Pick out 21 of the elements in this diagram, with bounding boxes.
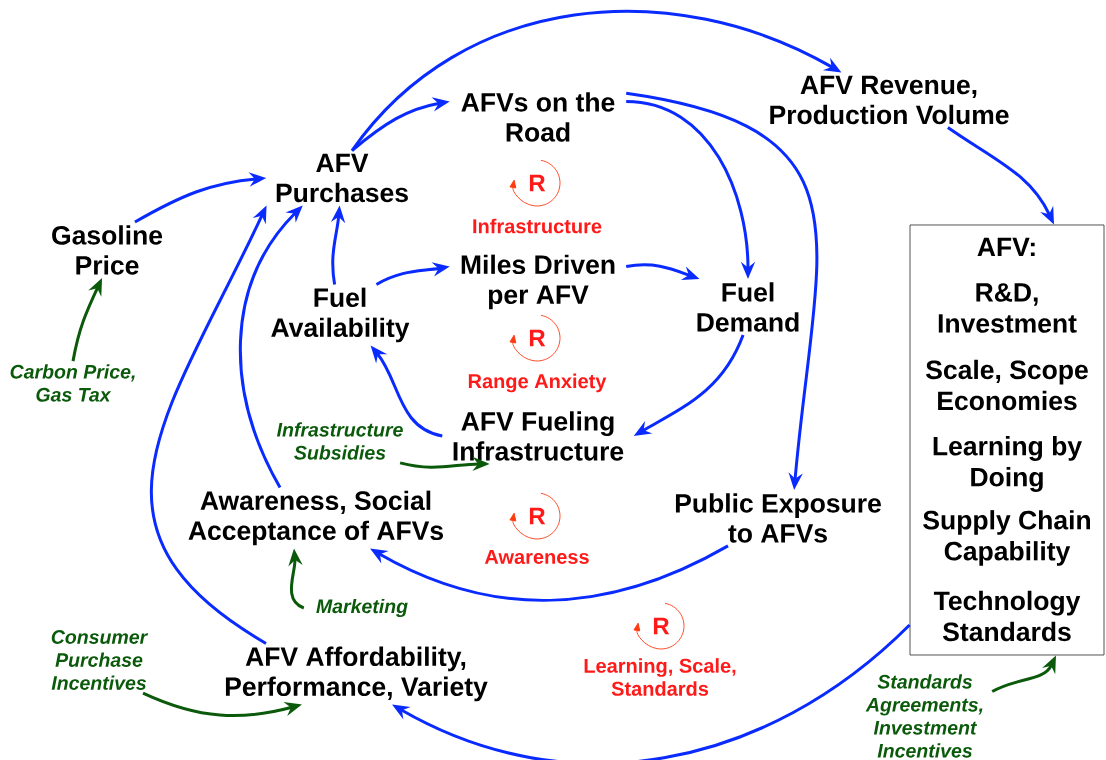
- variable-label: AFVs on the Road: [461, 92, 615, 142]
- variable-label: AFV Revenue, Production Volume: [770, 75, 1009, 125]
- variable-label: Fuel Demand: [697, 282, 799, 332]
- policy-label: Consumer Purchase Incentives: [51, 630, 149, 690]
- policy-label: Standards Agreements, Investment Incentives: [865, 674, 983, 758]
- loop-name: Awareness: [484, 550, 589, 564]
- variable-label: Miles Driven per AFV: [461, 254, 615, 310]
- variable-label: AFV Affordability, Performance, Variety: [225, 646, 488, 702]
- variable-label: AFV Fueling Infrastructure: [453, 411, 624, 461]
- variable-label: AFV Purchases: [276, 153, 408, 203]
- loop-name: Infrastructure: [473, 218, 602, 234]
- policy-label: Carbon Price, Gas Tax: [10, 364, 135, 402]
- variable-label: Public Exposure to AFVs: [675, 493, 881, 543]
- loop-name: Learning, Scale, Standards: [584, 658, 736, 696]
- policy-label: Marketing: [316, 598, 408, 618]
- loop-name: Range Anxiety: [468, 373, 607, 393]
- variable-label: Fuel Availability: [271, 287, 410, 343]
- policy-label: Infrastructure Subsidies: [276, 422, 403, 460]
- variable-label: Gasoline Price: [52, 225, 163, 275]
- variable-label: Awareness, Social Acceptance of AFVs: [188, 490, 443, 546]
- factor-box: AFV: R&D, Investment Scale, Scope Economies Learning by Doing Supply Chain Capability Technology Standards: [909, 224, 1105, 656]
